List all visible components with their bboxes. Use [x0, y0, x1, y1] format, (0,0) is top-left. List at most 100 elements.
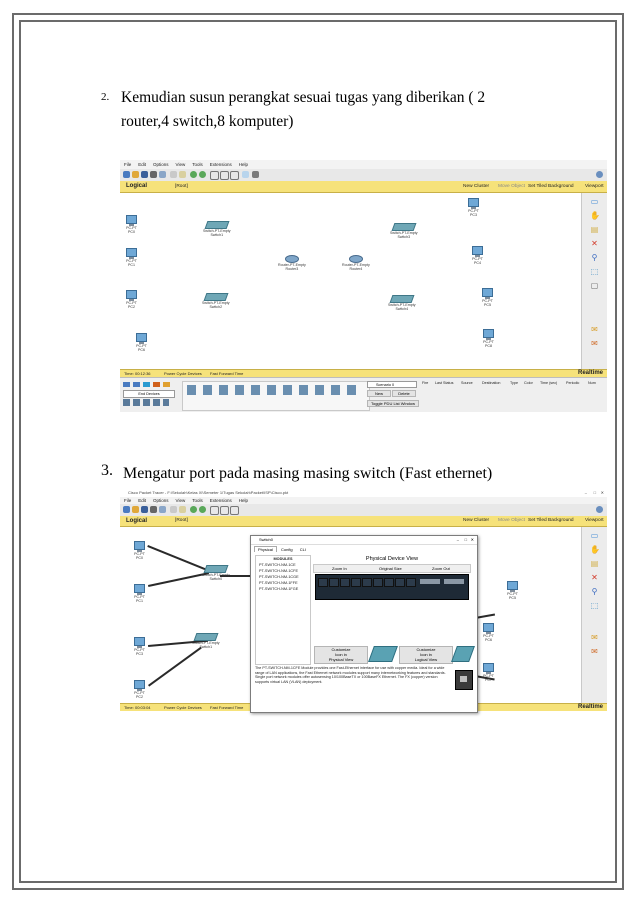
- custom-device-icon[interactable]: [252, 171, 259, 178]
- module-item[interactable]: PT-SWITCH-NM-1CGE: [259, 575, 299, 579]
- help-icon[interactable]: [596, 171, 603, 178]
- menu-options[interactable]: Options: [153, 498, 169, 503]
- original-size-button[interactable]: Original Size: [379, 566, 402, 571]
- viewport-button[interactable]: Viewport: [585, 518, 604, 523]
- menu-view[interactable]: View: [175, 162, 186, 167]
- move-object-button[interactable]: Move Object: [498, 184, 525, 189]
- save-icon[interactable]: [141, 506, 148, 513]
- menu-help[interactable]: Help: [238, 498, 249, 503]
- close-icon[interactable]: ✕: [600, 490, 604, 495]
- note-icon[interactable]: ▤: [590, 559, 599, 568]
- zoom-out-icon[interactable]: [230, 506, 239, 515]
- menu-edit[interactable]: Edit: [138, 498, 147, 503]
- module-slot[interactable]: [395, 578, 405, 587]
- power-cycle-button[interactable]: Power Cycle Devices: [164, 705, 202, 710]
- root-breadcrumb[interactable]: [Root]: [175, 184, 188, 189]
- module-slot[interactable]: [351, 578, 361, 587]
- modules-list[interactable]: MODULES PT-SWITCH-NM-1CE PT-SWITCH-NM-1C…: [255, 555, 311, 665]
- paste-icon[interactable]: [179, 171, 186, 178]
- redo-icon[interactable]: [199, 171, 206, 178]
- realtime-mode[interactable]: Realtime: [577, 704, 603, 710]
- module-item[interactable]: PT-SWITCH-NM-1CE: [259, 563, 296, 567]
- menu-options[interactable]: Options: [153, 162, 169, 167]
- help-icon[interactable]: [596, 506, 603, 513]
- print-icon[interactable]: [150, 171, 157, 178]
- zoom-out-button[interactable]: Zoom Out: [432, 566, 450, 571]
- logical-tab[interactable]: Logical: [126, 183, 148, 189]
- module-item[interactable]: PT-SWITCH-NM-1FGE: [259, 587, 299, 591]
- undo-icon[interactable]: [190, 506, 197, 513]
- menu-file[interactable]: File: [124, 162, 132, 167]
- zoom-in-icon[interactable]: [210, 506, 219, 515]
- device-categories[interactable]: End Devices: [123, 381, 181, 409]
- wizard-icon[interactable]: [159, 506, 166, 513]
- complex-pdu-icon[interactable]: ✉: [591, 647, 598, 656]
- wizard-icon[interactable]: [159, 171, 166, 178]
- set-tiled-background-button[interactable]: Set Tiled Background: [528, 184, 574, 189]
- root-breadcrumb[interactable]: [Root]: [175, 518, 188, 523]
- inspect-icon[interactable]: ✋: [590, 211, 600, 220]
- menu-extensions[interactable]: Extensions: [209, 498, 232, 503]
- customize-physical-button[interactable]: Customize Icon in Physical View: [314, 646, 368, 664]
- power-cycle-button[interactable]: Power Cycle Devices: [164, 371, 202, 376]
- customize-logical-button[interactable]: Customize Icon in Logical View: [399, 646, 453, 664]
- open-folder-icon[interactable]: [132, 506, 139, 513]
- new-cluster-button[interactable]: New Cluster: [463, 518, 490, 523]
- realtime-mode[interactable]: Realtime: [577, 370, 603, 376]
- move-object-button[interactable]: Move Object: [498, 518, 525, 523]
- palette-icon[interactable]: [242, 171, 249, 178]
- dialog-minimize-icon[interactable]: –: [456, 537, 459, 542]
- select-icon[interactable]: ▭: [590, 531, 599, 540]
- paste-icon[interactable]: [179, 506, 186, 513]
- menu-help[interactable]: Help: [238, 162, 249, 167]
- menu-tools[interactable]: Tools: [192, 498, 203, 503]
- delete-scenario-button[interactable]: Delete: [392, 390, 416, 397]
- module-item[interactable]: PT-SWITCH-NM-1CFE: [259, 569, 299, 573]
- magnify-icon[interactable]: ⚲: [591, 587, 598, 596]
- print-icon[interactable]: [150, 506, 157, 513]
- scenario-select[interactable]: Scenario 0: [367, 381, 417, 388]
- magnify-icon[interactable]: ⚲: [591, 253, 598, 262]
- zoom-out-icon[interactable]: [230, 171, 239, 180]
- tab-physical[interactable]: Physical: [254, 546, 277, 552]
- menu-tools[interactable]: Tools: [192, 162, 203, 167]
- save-icon[interactable]: [141, 171, 148, 178]
- delete-icon[interactable]: ✕: [591, 573, 598, 582]
- module-item[interactable]: PT-SWITCH-NM-1FFE: [259, 581, 298, 585]
- simple-pdu-icon[interactable]: ✉: [591, 633, 598, 642]
- redo-icon[interactable]: [199, 506, 206, 513]
- new-file-icon[interactable]: [123, 171, 130, 178]
- module-slot[interactable]: [384, 578, 394, 587]
- module-slot[interactable]: [362, 578, 372, 587]
- tab-cli[interactable]: CLI: [299, 547, 306, 552]
- copy-icon[interactable]: [170, 171, 177, 178]
- inspect-icon[interactable]: ✋: [590, 545, 600, 554]
- zoom-in-icon[interactable]: [210, 171, 219, 180]
- viewport-button[interactable]: Viewport: [585, 184, 604, 189]
- complex-pdu-icon[interactable]: ✉: [591, 339, 598, 348]
- note-icon[interactable]: ▤: [590, 225, 599, 234]
- new-scenario-button[interactable]: New: [367, 390, 391, 397]
- tab-config[interactable]: Config: [281, 547, 293, 552]
- fast-forward-button[interactable]: Fast Forward Time: [210, 705, 244, 710]
- delete-icon[interactable]: ✕: [591, 239, 598, 248]
- module-slot[interactable]: [406, 578, 416, 587]
- maximize-icon[interactable]: □: [593, 490, 596, 495]
